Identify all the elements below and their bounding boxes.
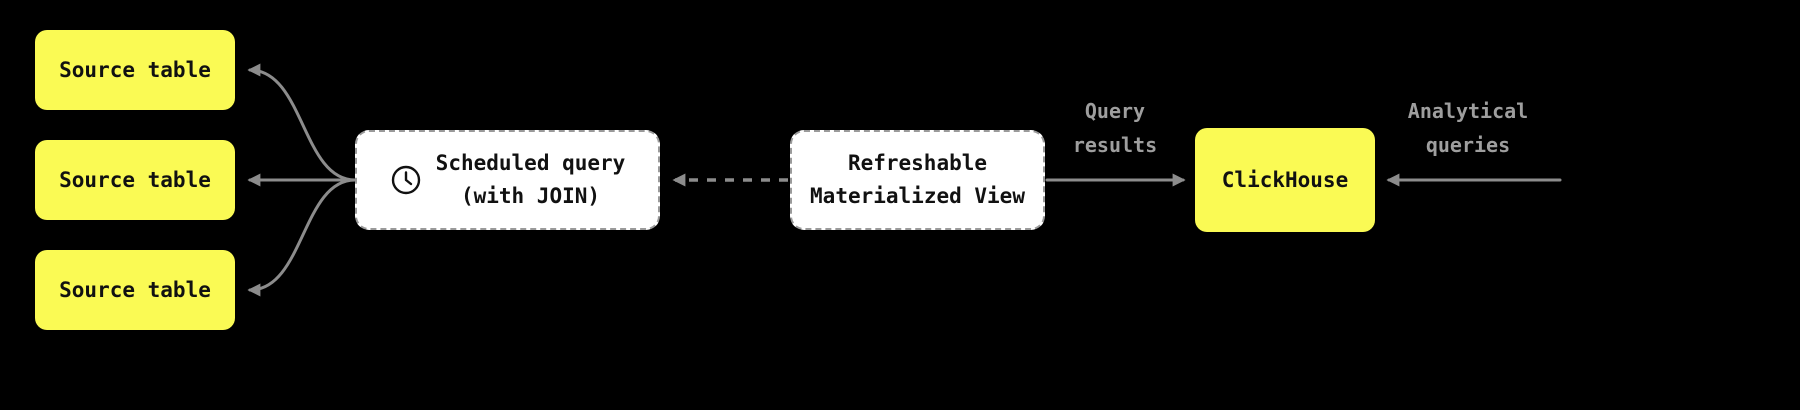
clickhouse-label: ClickHouse <box>1221 168 1349 192</box>
analytical-queries-line1: Analytical <box>1407 99 1529 123</box>
source-table-node-1: Source table <box>35 30 235 110</box>
analytical-queries-line2: queries <box>1425 133 1511 157</box>
edge-query-to-source-top <box>247 63 357 182</box>
scheduled-query-line1: Scheduled query <box>435 151 626 175</box>
scheduled-query-text: Scheduled query (with JOIN) <box>436 147 626 213</box>
query-results-line2: results <box>1072 133 1158 157</box>
scheduled-query-node: Scheduled query (with JOIN) <box>355 130 660 230</box>
materialized-view-line1: Refreshable <box>847 151 988 175</box>
source-table-node-2: Source table <box>35 140 235 220</box>
edge-query-to-source-bottom <box>247 178 357 297</box>
query-results-label: Query results <box>1045 94 1185 162</box>
scheduled-query-line2: (with JOIN) <box>460 184 601 208</box>
materialized-view-node: Refreshable Materialized View <box>790 130 1045 230</box>
materialized-view-line2: Materialized View <box>810 184 1025 208</box>
source-table-node-3: Source table <box>35 250 235 330</box>
source-table-label: Source table <box>59 168 211 192</box>
clock-icon <box>391 165 420 195</box>
source-table-label: Source table <box>59 278 211 302</box>
materialized-view-text: Refreshable Materialized View <box>810 147 1025 213</box>
analytical-queries-label: Analytical queries <box>1388 94 1548 162</box>
query-results-line1: Query <box>1084 99 1146 123</box>
clickhouse-node: ClickHouse <box>1195 128 1375 232</box>
source-table-label: Source table <box>59 58 211 82</box>
